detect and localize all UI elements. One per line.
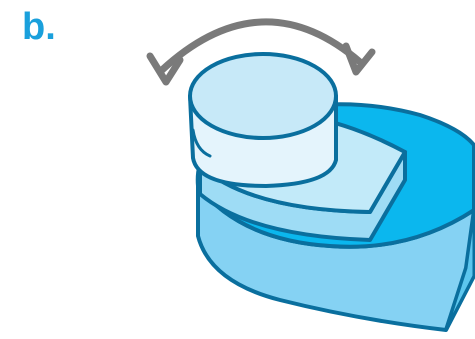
rotation-arrow-arc — [158, 18, 364, 74]
knob-cylinder — [188, 52, 338, 188]
rotation-arrow-icon — [146, 18, 376, 86]
rotation-arrowhead-right — [342, 42, 376, 76]
knob-top-face — [188, 52, 338, 140]
rotation-arrowhead-left — [146, 52, 184, 86]
base-right-face — [444, 208, 475, 332]
knob-inner-edge — [191, 128, 212, 158]
panel-label: b. — [22, 6, 56, 48]
